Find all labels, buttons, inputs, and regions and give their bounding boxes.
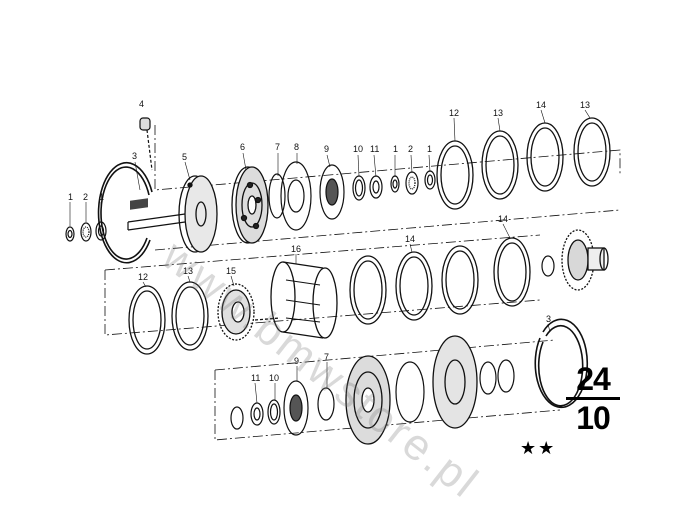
stars-mark: ★★ [520,438,557,459]
snap-ring-3 [97,161,153,264]
input-shaft-5 [127,198,186,231]
clutch-disc-13b [573,117,611,187]
planet-gear-15 [217,283,255,341]
callout-8: 8 [294,142,299,152]
page-code-bottom: 10 [576,400,611,436]
callout-7: 7 [324,352,329,362]
callout-1: 1 [393,144,398,154]
callout-13: 13 [580,100,590,110]
callouts-row1: 1 2 1 3 4 5 6 7 8 9 10 11 1 2 1 12 13 14… [68,99,590,202]
clutch-plate-12b [128,285,166,355]
row2-frame [104,234,541,336]
parts-diagram: 1 2 1 3 4 5 6 7 8 9 10 11 1 2 1 12 13 14… [65,99,621,445]
clutch-housing-16 [254,261,338,339]
clutch-disc-14d [493,237,531,307]
clutch-disc-14b [349,255,387,325]
callout-9: 9 [294,356,299,366]
callout-1: 1 [68,192,73,202]
callout-13: 13 [183,266,193,276]
sun-gear-assembly [561,229,609,291]
callout-13: 13 [493,108,503,118]
callout-14: 14 [498,214,508,224]
ring-10b [267,399,281,425]
clutch-disc-14c [395,251,433,321]
ring-row3-b [395,361,425,423]
clutch-plate-12a [436,140,474,210]
callout-7: 7 [275,142,280,152]
callout-10: 10 [353,144,363,154]
page-code-top: 24 [566,362,620,400]
row1-frame [154,125,621,251]
ring-11 [369,175,383,199]
spring-disc-9 [319,164,345,220]
callout-5: 5 [182,152,187,162]
callouts-row3: 11 10 9 7 3 [251,314,551,383]
clutch-disc-13a [481,130,519,200]
callout-12: 12 [138,272,148,282]
row3-frame [214,339,561,441]
ring-11b [250,402,264,426]
callout-9: 9 [324,144,329,154]
clutch-drum-5 [178,175,218,253]
callout-16: 16 [291,244,301,254]
callout-1: 1 [99,192,104,202]
leader-lines [69,109,591,404]
ring-10 [352,175,366,201]
callout-1: 1 [427,144,432,154]
hub-row3 [432,335,478,429]
spring-plate-8 [280,161,312,231]
callout-2: 2 [83,192,88,202]
ring-row3-a [230,406,244,430]
needle-bearing-2a [80,222,92,242]
seal-7 [268,173,286,219]
piston-row3 [345,355,391,445]
seal-7b [317,387,335,421]
snap-ring-3b [534,318,589,409]
screw-4 [139,117,153,171]
callout-3: 3 [132,151,137,161]
needle-bearing-2b [405,171,419,195]
callout-6: 6 [240,142,245,152]
piston-6 [231,166,269,244]
rings-row3-c [479,359,515,395]
callout-11: 11 [251,373,260,383]
page-code: 24 10 [566,362,620,436]
callout-15: 15 [226,266,236,276]
callout-10: 10 [269,373,279,383]
small-ring-row2 [541,255,555,277]
clutch-plate-14a [526,122,564,192]
callout-3: 3 [546,314,551,324]
clutch-plate-row2-c [441,245,479,315]
callout-14: 14 [405,234,415,244]
callout-11: 11 [370,144,379,154]
callouts-row2: 12 13 15 16 14 14 [138,214,508,282]
callout-14: 14 [536,100,546,110]
washer-1a [65,226,75,242]
spring-disc-9b [283,380,309,436]
callout-4: 4 [139,99,144,109]
callout-2: 2 [408,144,413,154]
callout-12: 12 [449,108,459,118]
washer-1c [390,175,400,193]
washer-1d [424,170,436,190]
